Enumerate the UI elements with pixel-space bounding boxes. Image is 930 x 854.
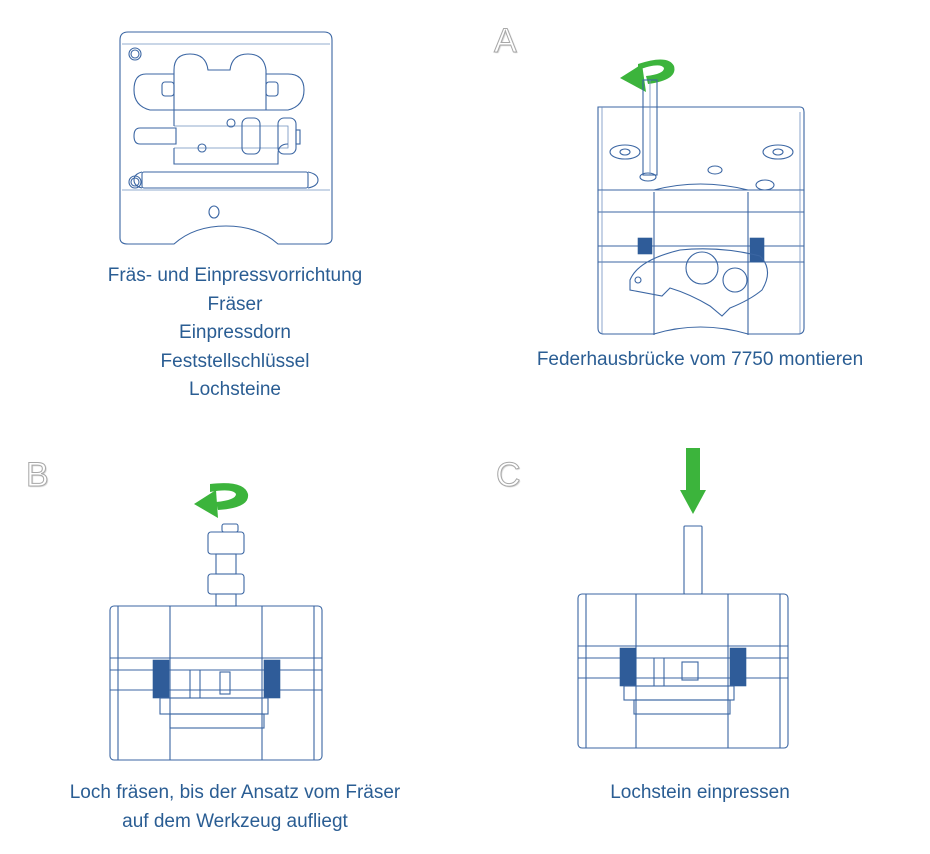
step-letter-b: B [26, 456, 50, 495]
caption-line: Loch fräsen, bis der Ansatz vom Fräser [69, 782, 401, 803]
press-pin [683, 525, 703, 595]
rotate-counterclockwise-icon [620, 59, 675, 92]
step-letter-c: C [496, 456, 522, 495]
arrow-down-icon [680, 448, 706, 514]
fixture-with-milling-cutter-illustration [109, 483, 323, 761]
fixture-with-barrel-bridge-illustration [597, 59, 805, 335]
caption-line: Fräs- und Einpressvorrichtung [107, 265, 363, 286]
milling-cutter [221, 523, 239, 533]
caption-line: Lochstein einpressen [610, 782, 790, 803]
step-c-caption: Lochstein einpressen [560, 779, 840, 808]
step-a-caption: Federhausbrücke vom 7750 montieren [500, 346, 900, 375]
step-b-caption: Loch fräsen, bis der Ansatz vom Fräser a… [30, 779, 440, 836]
screw-hole [128, 47, 142, 61]
caption-line: Einpressdorn [179, 322, 291, 343]
step-letter-a: A [494, 22, 518, 61]
fixture-with-press-pin-illustration [577, 448, 789, 749]
tool-kit-illustration [119, 31, 333, 245]
caption-line: Lochsteine [189, 379, 281, 400]
caption-line: auf dem Werkzeug aufliegt [122, 810, 348, 832]
caption-line: Feststellschlüssel [160, 350, 310, 372]
barrel-bridge [629, 248, 769, 317]
caption-line: Fräser [207, 293, 263, 315]
tools-caption: Fräs- und Einpressvorrichtung Fräser Ein… [60, 262, 410, 405]
caption-line: Federhausbrücke vom 7750 montieren [536, 349, 864, 370]
rotate-counterclockwise-icon [194, 483, 249, 518]
